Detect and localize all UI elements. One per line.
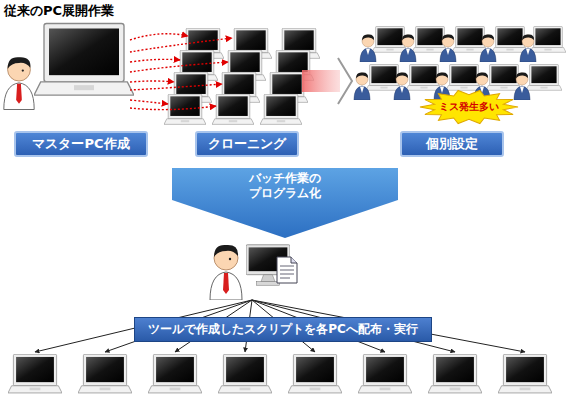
cloned-laptops xyxy=(164,28,320,124)
down-arrow: バッチ作業のプログラム化 xyxy=(172,168,398,238)
transition-chevron xyxy=(338,58,352,104)
admin-figure xyxy=(210,245,242,300)
node-label: ミス発生多い xyxy=(438,100,500,114)
node-label: バッチ作業のプログラム化 xyxy=(246,171,324,201)
node-label: マスターPC作成 xyxy=(26,135,136,153)
distribution-lines xyxy=(35,300,525,352)
step-box: 個別設定 xyxy=(400,131,504,157)
operator-figure xyxy=(4,57,34,109)
node-label: ツールで作成したスクリプトを各PCへ配布・実行 xyxy=(147,321,419,338)
node-label: クローニング xyxy=(207,135,287,153)
step-box: マスターPC作成 xyxy=(14,131,148,157)
master-laptop xyxy=(34,24,134,96)
distribution-band: ツールで作成したスクリプトを各PCへ配布・実行 xyxy=(134,317,432,342)
clone-arrows xyxy=(130,34,232,110)
setup-group xyxy=(354,27,566,101)
script-document xyxy=(277,257,297,283)
transition-band xyxy=(302,70,340,92)
diagram-title: 従来のPC展開作業 xyxy=(4,2,114,20)
step-box: クローニング xyxy=(195,131,299,157)
warning-burst: ミス発生多い xyxy=(420,90,518,124)
node-label: 個別設定 xyxy=(412,135,492,153)
target-laptops xyxy=(8,354,552,393)
